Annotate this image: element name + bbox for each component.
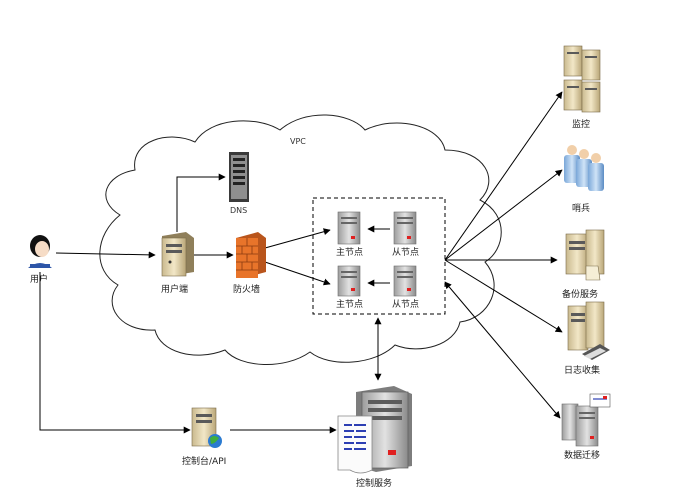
vpc-cloud [99,114,502,365]
master-node-2: 主节点 [336,265,363,310]
firewall-icon [236,232,266,278]
sentinel-people-icon [564,145,604,191]
web-server-icon [191,407,222,448]
backup-label: 备份服务 [562,288,598,300]
control-server-icon [337,386,412,474]
vpc-label: VPC [290,137,306,146]
connectors [39,91,563,434]
console-label: 控制台/API [182,455,226,467]
server-node-icon [393,265,417,297]
log-label: 日志收集 [564,364,600,376]
server-node-icon [393,211,417,245]
master-node-2-label: 主节点 [336,298,363,310]
dns-server-icon [229,152,249,202]
client-server-icon [161,232,194,277]
monitor-label: 监控 [572,118,590,130]
migration-server-icon [561,393,611,447]
migration-label: 数据迁移 [564,449,600,461]
user-label: 用户 [30,273,48,285]
slave-node-1-label: 从节点 [392,247,419,258]
sentinel-label: 哨兵 [572,202,590,214]
user-icon [28,235,52,268]
master-node-1: 主节点 [336,211,363,258]
firewall-label: 防火墙 [233,283,260,295]
dns-label: DNS [230,206,247,215]
monitor-servers-icon [563,45,601,113]
slave-node-2-label: 从节点 [392,299,419,310]
server-node-icon [337,265,361,297]
slave-node-1: 从节点 [392,211,419,258]
log-server-icon [567,301,610,360]
master-node-1-label: 主节点 [336,246,363,258]
slave-node-2: 从节点 [392,265,419,310]
server-node-icon [337,211,361,245]
control-service-label: 控制服务 [356,477,392,489]
cluster-box [312,197,446,315]
backup-server-icon [565,229,605,281]
client-label: 用户端 [161,283,188,295]
